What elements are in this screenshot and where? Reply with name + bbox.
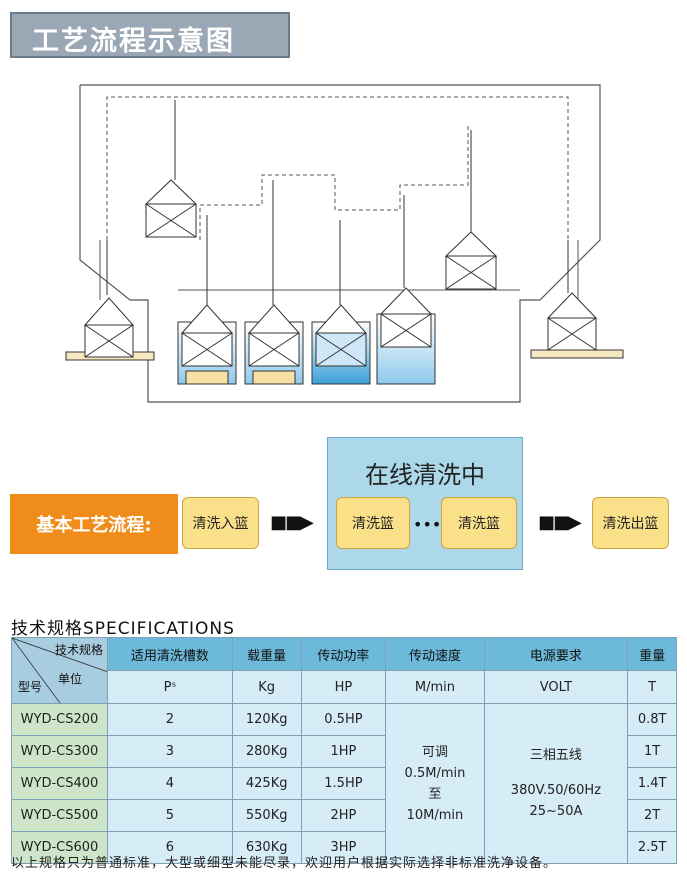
col-header: 适用清洗槽数 <box>107 637 233 671</box>
model-cell: WYD-CS600 <box>11 831 108 864</box>
overhead-track <box>106 96 569 240</box>
model-cell: WYD-CS300 <box>11 735 108 768</box>
table-corner: 技术规格 单位 型号 <box>11 637 108 704</box>
model-cell: WYD-CS400 <box>11 767 108 800</box>
table-row: WYD-CS500 5 550Kg 2HP 2T <box>11 799 677 832</box>
col-header: 传动速度 <box>385 637 485 671</box>
tank-2 <box>244 304 304 385</box>
step-unload-basket: 清洗出篮 <box>592 497 669 549</box>
col-header: 重量 <box>627 637 677 671</box>
col-header: 传动功率 <box>300 637 387 671</box>
tank-1 <box>177 304 237 385</box>
step-clean-basket-1: 清洗篮 <box>336 497 410 549</box>
col-header: 电源要求 <box>483 637 629 671</box>
unit-cell: M/min <box>385 670 485 704</box>
machine-frame <box>79 84 601 403</box>
unit-cell: HP <box>300 670 387 704</box>
model-cell: WYD-CS500 <box>11 799 108 832</box>
online-cleaning-title: 在线清洗中 <box>365 461 485 489</box>
arrow-icon: ■■▶ <box>538 512 582 533</box>
table-row: WYD-CS600 6 630Kg 3HP 2.5T <box>11 831 677 864</box>
spec-title: 技术规格SPECIFICATIONS <box>11 619 235 639</box>
basket-group <box>83 179 598 358</box>
ellipsis-icon: ••• <box>413 515 442 534</box>
table-row: WYD-CS200 2 120Kg 0.5HP 可调 0.5M/min 至 10… <box>11 703 677 864</box>
tank-4 <box>376 287 436 385</box>
unit-cell: Pˢ <box>107 670 233 704</box>
step-load-basket: 清洗入篮 <box>182 497 259 549</box>
unit-cell: T <box>627 670 677 704</box>
unit-cell: VOLT <box>483 670 629 704</box>
speed-cell: 可调 0.5M/min 至 10M/min <box>385 703 485 864</box>
model-cell: WYD-CS200 <box>11 703 108 736</box>
tank-3 <box>311 304 371 385</box>
table-row: WYD-CS300 3 280Kg 1HP 1T <box>11 735 677 768</box>
unit-cell: Kg <box>231 670 302 704</box>
process-diagram <box>65 84 624 403</box>
title-banner: 工艺流程示意图 <box>10 12 290 58</box>
page-title: 工艺流程示意图 <box>32 26 235 57</box>
conveyor-right <box>530 349 624 359</box>
step-clean-basket-2: 清洗篮 <box>441 497 517 549</box>
flow-label: 基本工艺流程: <box>10 494 178 554</box>
table-row: WYD-CS400 4 425Kg 1.5HP 1.4T <box>11 767 677 800</box>
spec-table: 技术规格 单位 型号 适用清洗槽数 载重量 传动功率 传动速度 电源要求 重量 … <box>11 637 677 864</box>
footnote: 以上规格只为普通标准，大型或细型未能尽录，欢迎用户根据实际选择非标准洗净设备。 <box>11 856 558 871</box>
col-header: 载重量 <box>231 637 302 671</box>
power-supply-cell: 三相五线 380V.50/60Hz 25~50A <box>483 703 629 864</box>
arrow-icon: ■■▶ <box>270 512 314 533</box>
